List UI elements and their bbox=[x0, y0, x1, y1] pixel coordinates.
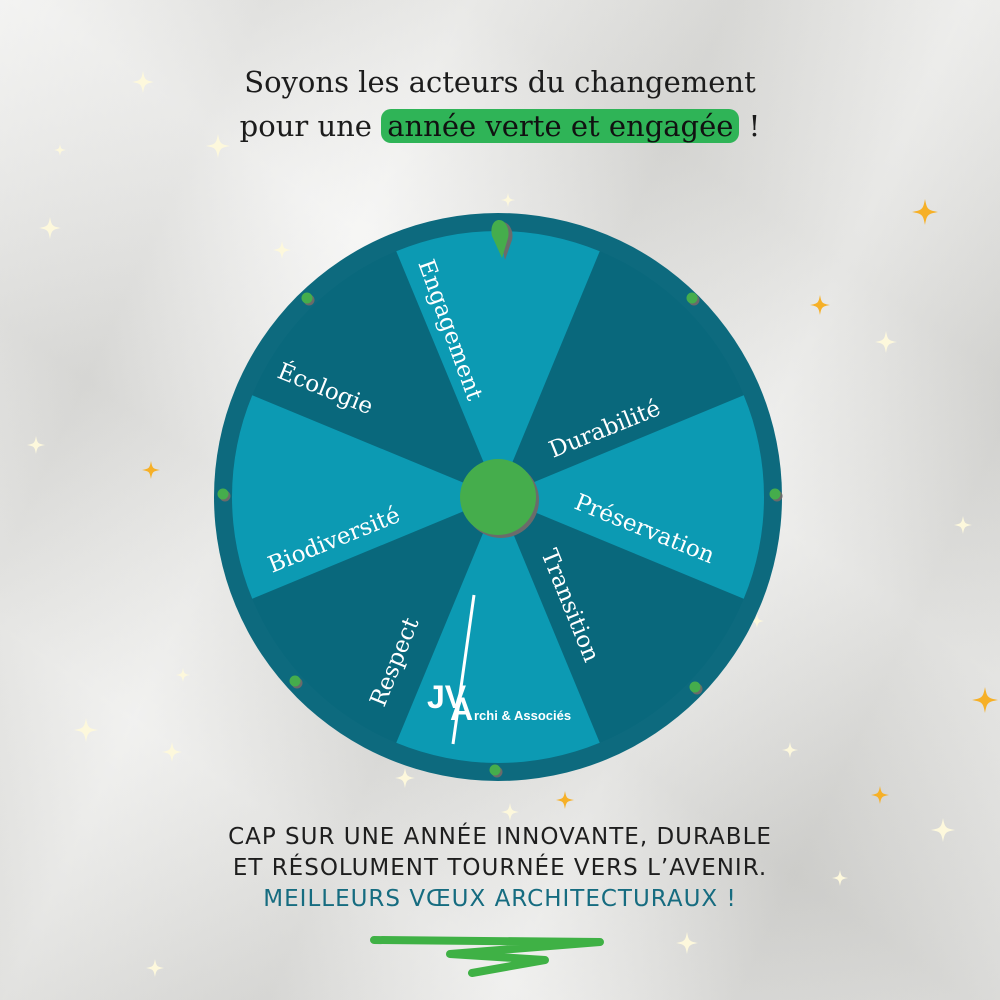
logo-text: rchi & Associés bbox=[474, 708, 571, 723]
headline-prefix: pour une bbox=[239, 109, 382, 143]
wheel-segment-logo[interactable] bbox=[380, 497, 616, 782]
logo-a: A bbox=[450, 691, 473, 727]
jva-logo: JV A rchi & Associés bbox=[427, 594, 571, 745]
wheel-segment-preservation[interactable] bbox=[498, 379, 783, 615]
wheel-segment-biodiversite[interactable] bbox=[213, 379, 498, 615]
headline-highlight: année verte et engagée bbox=[381, 109, 740, 143]
headline-line-2: pour une année verte et engagée ! bbox=[0, 106, 1000, 146]
pointer-pin-icon bbox=[491, 220, 513, 260]
logo-jv: JV bbox=[427, 679, 467, 715]
footer-line-1: CAP SUR UNE ANNÉE INNOVANTE, DURABLE bbox=[228, 824, 772, 850]
green-scribble-icon bbox=[370, 936, 604, 977]
wheel-segment-engagement[interactable] bbox=[380, 212, 616, 497]
footer-line-2: ET RÉSOLUMENT TOURNÉE VERS L’AVENIR. bbox=[232, 855, 768, 881]
headline-line-1: Soyons les acteurs du changement bbox=[244, 65, 756, 99]
peg-icon bbox=[217, 292, 781, 776]
rim-pegs bbox=[217, 292, 783, 778]
center-hub[interactable] bbox=[460, 459, 536, 535]
footer-wishes: MEILLEURS VŒUX ARCHITECTURAUX ! bbox=[263, 886, 737, 912]
headline-suffix: ! bbox=[739, 109, 761, 143]
